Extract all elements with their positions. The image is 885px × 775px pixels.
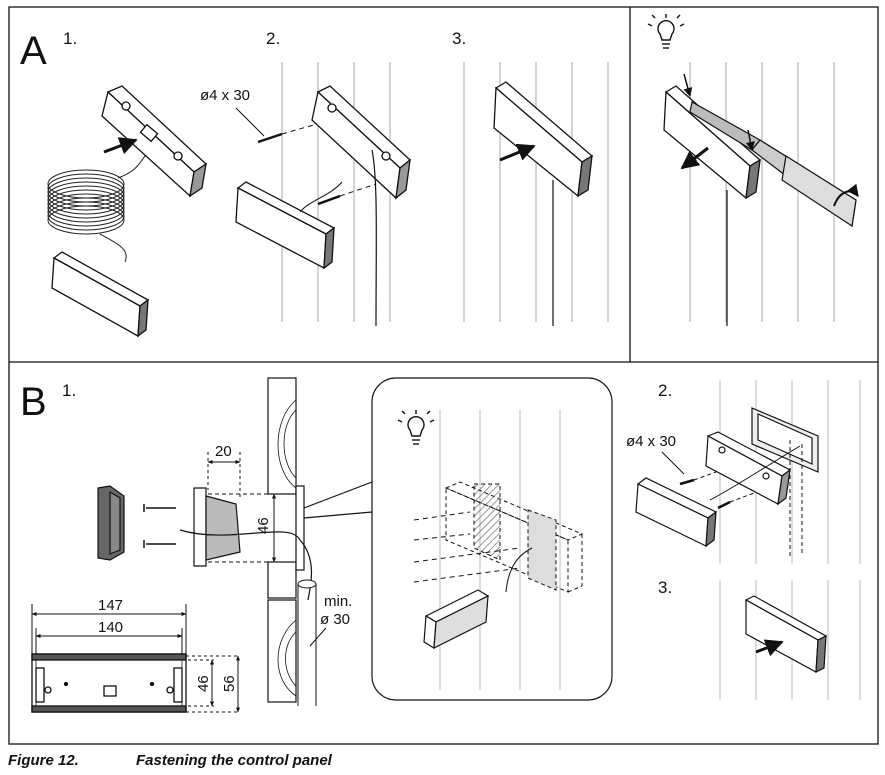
pointer-arrow bbox=[683, 73, 693, 97]
section-a-letter: A bbox=[20, 29, 47, 73]
insert-arrow bbox=[103, 137, 138, 155]
installation-diagram: A 1. 2. 3. bbox=[8, 6, 879, 745]
tip-callout bbox=[303, 377, 613, 701]
section-b-letter: B bbox=[20, 380, 47, 424]
control-panel bbox=[635, 477, 718, 548]
section-a: A 1. 2. 3. bbox=[20, 14, 859, 338]
dimension-width-inner bbox=[35, 628, 183, 656]
control-panel bbox=[235, 181, 336, 270]
junction-box bbox=[751, 407, 819, 473]
lightbulb-icon bbox=[647, 14, 685, 49]
pointer-arrow bbox=[745, 129, 755, 151]
push-arrow bbox=[755, 639, 784, 657]
section-a-step-2: 2. bbox=[266, 29, 280, 48]
section-a-step-1: 1. bbox=[63, 29, 77, 48]
width-outer-label: 147 bbox=[98, 597, 123, 614]
dimension-width-outer bbox=[31, 604, 187, 656]
lightbulb-icon bbox=[397, 410, 435, 445]
cable bbox=[371, 149, 377, 327]
rotate-arrow bbox=[833, 183, 859, 207]
bracket-front-view bbox=[31, 653, 187, 713]
control-panel bbox=[493, 81, 594, 198]
junction-box bbox=[444, 481, 584, 593]
control-panel-side bbox=[97, 485, 125, 561]
conduit-label-diameter: ø 30 bbox=[320, 611, 350, 628]
screw bbox=[143, 504, 176, 548]
figure-title: Fastening the control panel bbox=[136, 752, 332, 769]
figure-frame bbox=[8, 6, 879, 745]
cable bbox=[505, 547, 533, 593]
screw-pointer bbox=[661, 451, 685, 475]
conduit-label-min: min. bbox=[324, 593, 352, 610]
screw-label-b2: ø4 x 30 bbox=[626, 433, 676, 450]
dimension-depth bbox=[207, 452, 241, 500]
height-dimension-label: 46 bbox=[255, 517, 272, 534]
screw-guides bbox=[413, 511, 521, 583]
screw-label: ø4 x 30 bbox=[200, 87, 250, 104]
width-inner-label: 140 bbox=[98, 619, 123, 636]
conduit bbox=[297, 579, 317, 706]
control-panel bbox=[744, 595, 828, 674]
mounting-bracket bbox=[311, 85, 411, 200]
pull-arrow bbox=[680, 146, 709, 170]
cable bbox=[299, 181, 343, 213]
section-b-step-3: 3. bbox=[658, 578, 672, 597]
figure-number: Figure 12. bbox=[8, 752, 79, 769]
section-a-step-3: 3. bbox=[452, 29, 466, 48]
mounting-bracket-side bbox=[193, 487, 241, 567]
screw-pointer bbox=[235, 107, 265, 137]
mounting-bracket bbox=[101, 85, 208, 198]
cable-coil bbox=[47, 149, 151, 263]
stud bbox=[473, 483, 557, 591]
cable bbox=[709, 445, 801, 501]
figure-caption: Figure 12. Fastening the control panel bbox=[8, 752, 332, 769]
screw-lower bbox=[317, 183, 377, 206]
pry-tool bbox=[689, 101, 857, 228]
dimension-height bbox=[208, 493, 298, 563]
stud bbox=[789, 440, 803, 556]
section-b: B 1. 20 46 bbox=[20, 377, 861, 713]
wall-section bbox=[267, 377, 305, 703]
depth-dimension-label: 20 bbox=[215, 443, 232, 460]
section-b-step-1: 1. bbox=[62, 381, 76, 400]
control-panel bbox=[423, 589, 490, 650]
height-outer-label: 56 bbox=[221, 675, 238, 692]
section-b-step-2: 2. bbox=[658, 381, 672, 400]
screw-upper bbox=[257, 121, 325, 144]
height-inner-label: 46 bbox=[195, 675, 212, 692]
push-arrow bbox=[499, 143, 536, 162]
conduit-pointer bbox=[309, 627, 327, 647]
control-panel bbox=[51, 251, 150, 338]
dimension-height-front bbox=[182, 655, 240, 713]
wall-lines bbox=[463, 62, 609, 322]
